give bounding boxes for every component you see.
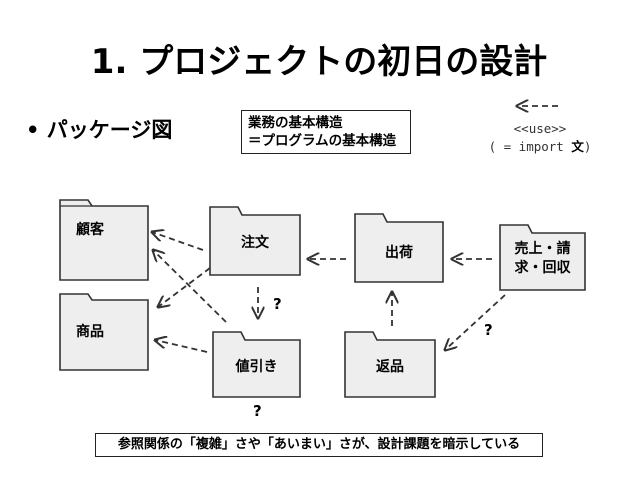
bullet-package-diagram: • パッケージ図 bbox=[26, 118, 173, 142]
package-shipping-label: 出荷 bbox=[385, 245, 413, 261]
arrow-discount-customer bbox=[153, 250, 227, 323]
package-discount bbox=[212, 331, 301, 398]
package-order bbox=[209, 206, 301, 276]
package-sales bbox=[499, 224, 586, 291]
slide-title: 1. プロジェクトの初日の設計 bbox=[90, 42, 548, 82]
package-returns bbox=[344, 331, 436, 398]
package-order-label: 注文 bbox=[241, 235, 269, 251]
package-discount-label: 値引き bbox=[235, 359, 278, 375]
use-import-note: ( = import 文) bbox=[488, 139, 592, 154]
package-customer bbox=[59, 199, 149, 281]
package-shipping bbox=[354, 213, 444, 283]
arrow-order-product bbox=[158, 267, 211, 307]
arrow-order-customer bbox=[152, 232, 204, 251]
structure-note-box: 業務の基本構造 ＝プログラムの基本構造 bbox=[241, 110, 411, 154]
structure-note-line1: 業務の基本構造 bbox=[248, 115, 343, 131]
arrow-sales-returns bbox=[445, 294, 506, 350]
bottom-note: 参照関係の「複雑」さや「あいまい」さが、設計課題を暗示している bbox=[95, 433, 543, 457]
package-sales-label-line1: 売上・請 bbox=[514, 241, 571, 257]
package-customer-label: 顧客 bbox=[76, 222, 104, 238]
question-mark-discount-below: ? bbox=[253, 402, 262, 420]
package-returns-label: 返品 bbox=[376, 359, 404, 375]
use-label: <<use>> bbox=[513, 121, 567, 136]
package-sales-label-line2: 求・回収 bbox=[514, 260, 571, 276]
question-mark-order-discount: ? bbox=[273, 295, 282, 313]
package-product bbox=[59, 293, 149, 371]
use-legend: <<use>> ( = import 文) bbox=[470, 120, 610, 156]
arrow-discount-product bbox=[155, 340, 208, 353]
package-product-label: 商品 bbox=[76, 324, 104, 340]
structure-note-line2: ＝プログラムの基本構造 bbox=[248, 133, 397, 149]
package-sales-label: 売上・請 求・回収 bbox=[500, 240, 585, 278]
question-mark-sales-returns: ? bbox=[484, 321, 493, 339]
